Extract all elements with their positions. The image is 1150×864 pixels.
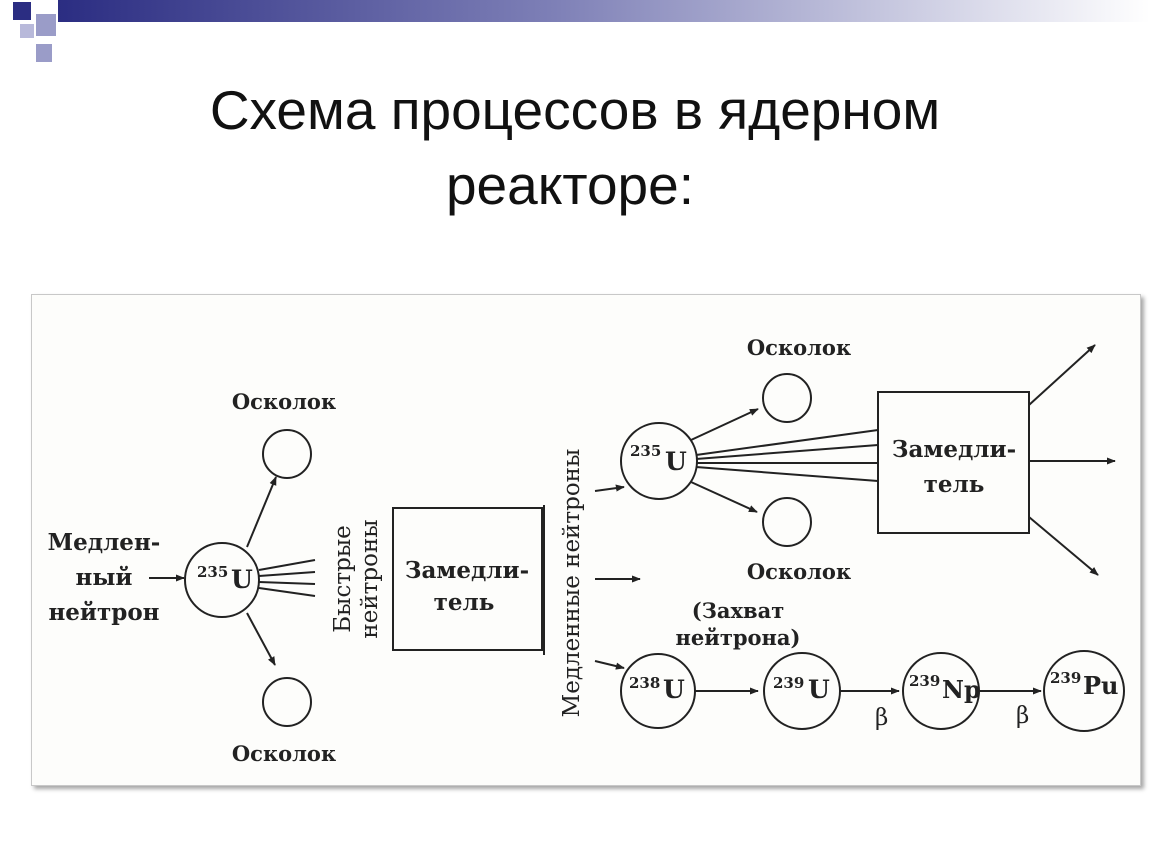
u235-second-nucleus-circle [620, 422, 698, 500]
fast-neutron-line-5 [695, 429, 879, 456]
beta-label-2: β [1016, 703, 1029, 729]
fast-neutron-line-4 [258, 587, 316, 597]
fast-neutrons-label-line-1: Быстрые [330, 525, 356, 632]
fragment-arrow-lower-right [690, 481, 758, 513]
fast-neutron-line-3 [258, 581, 316, 585]
fast-neutron-line-2 [258, 571, 316, 577]
output-arrow-down [1028, 516, 1099, 576]
slow-neutrons-label: Медленные нейтроны [559, 449, 585, 718]
moderator-box-2 [877, 391, 1030, 534]
fragment-circle-top-left [262, 429, 312, 479]
moderator-1-label-line-1: Замедли- [405, 557, 529, 584]
fragment-arrow-upper-right [690, 408, 759, 441]
capture-label-line-2: нейтрона) [676, 625, 801, 650]
pu239-symbol: Pu [1083, 671, 1119, 700]
fast-neutrons-label-line-2: нейтроны [357, 519, 383, 638]
np239-mass: 239 [909, 672, 940, 690]
u235-symbol: U [231, 565, 253, 594]
moderator-1-label-line-2: тель [434, 589, 495, 616]
slide-title-line-1: Схема процессов в ядерном [209, 79, 941, 141]
u235-mass: 235 [197, 563, 228, 581]
moderator-2-label-line-2: тель [924, 471, 985, 498]
np239-symbol: Np [942, 675, 981, 704]
u235-second-symbol: U [665, 447, 687, 476]
slow-neutron-label-line-3: нейтрон [48, 599, 159, 626]
fast-neutron-line-6 [695, 444, 879, 460]
slow-neutron-label-line-2: ный [76, 564, 133, 591]
pu239-nucleus-circle [1043, 650, 1125, 732]
u239-symbol: U [808, 675, 830, 704]
reactor-diagram: Осколок Осколок Осколок Осколок Медлен- … [48, 335, 1125, 766]
fragment-circle-top-right [762, 373, 812, 423]
moderator-box-1 [392, 507, 543, 651]
u239-mass: 239 [773, 674, 804, 692]
u235-second-mass: 235 [630, 442, 661, 460]
beta-label-1: β [875, 705, 888, 731]
output-arrow-up [1028, 344, 1096, 406]
reactor-diagram-figure: Осколок Осколок Осколок Осколок Медлен- … [31, 294, 1141, 786]
fast-neutron-line-8 [695, 466, 879, 482]
fragment-circle-bottom-left [262, 677, 312, 727]
fragment-label-top-left: Осколок [232, 389, 336, 414]
pu239-mass: 239 [1050, 669, 1081, 687]
u238-mass: 238 [629, 674, 660, 692]
capture-label-line-1: (Захват [692, 598, 784, 623]
slow-neutron-arrow-upper [594, 484, 625, 492]
u238-symbol: U [663, 675, 685, 704]
slide-title-line-2: реакторе: [445, 154, 695, 216]
fragment-label-bottom-right: Осколок [747, 559, 851, 584]
fragment-arrow-up [246, 476, 277, 548]
fragment-label-top-right: Осколок [747, 335, 851, 360]
slide-header-decoration [13, 0, 1150, 62]
u235-nucleus-circle [184, 542, 260, 618]
moderator-2-label-line-1: Замедли- [892, 436, 1016, 463]
fragment-arrow-down [246, 612, 276, 666]
fragment-circle-bottom-right [762, 497, 812, 547]
fragment-label-bottom-left: Осколок [232, 741, 336, 766]
slow-neutron-arrow-lower [594, 660, 625, 670]
slow-neutron-label-line-1: Медлен- [48, 529, 161, 556]
fast-neutron-line-1 [258, 559, 316, 571]
